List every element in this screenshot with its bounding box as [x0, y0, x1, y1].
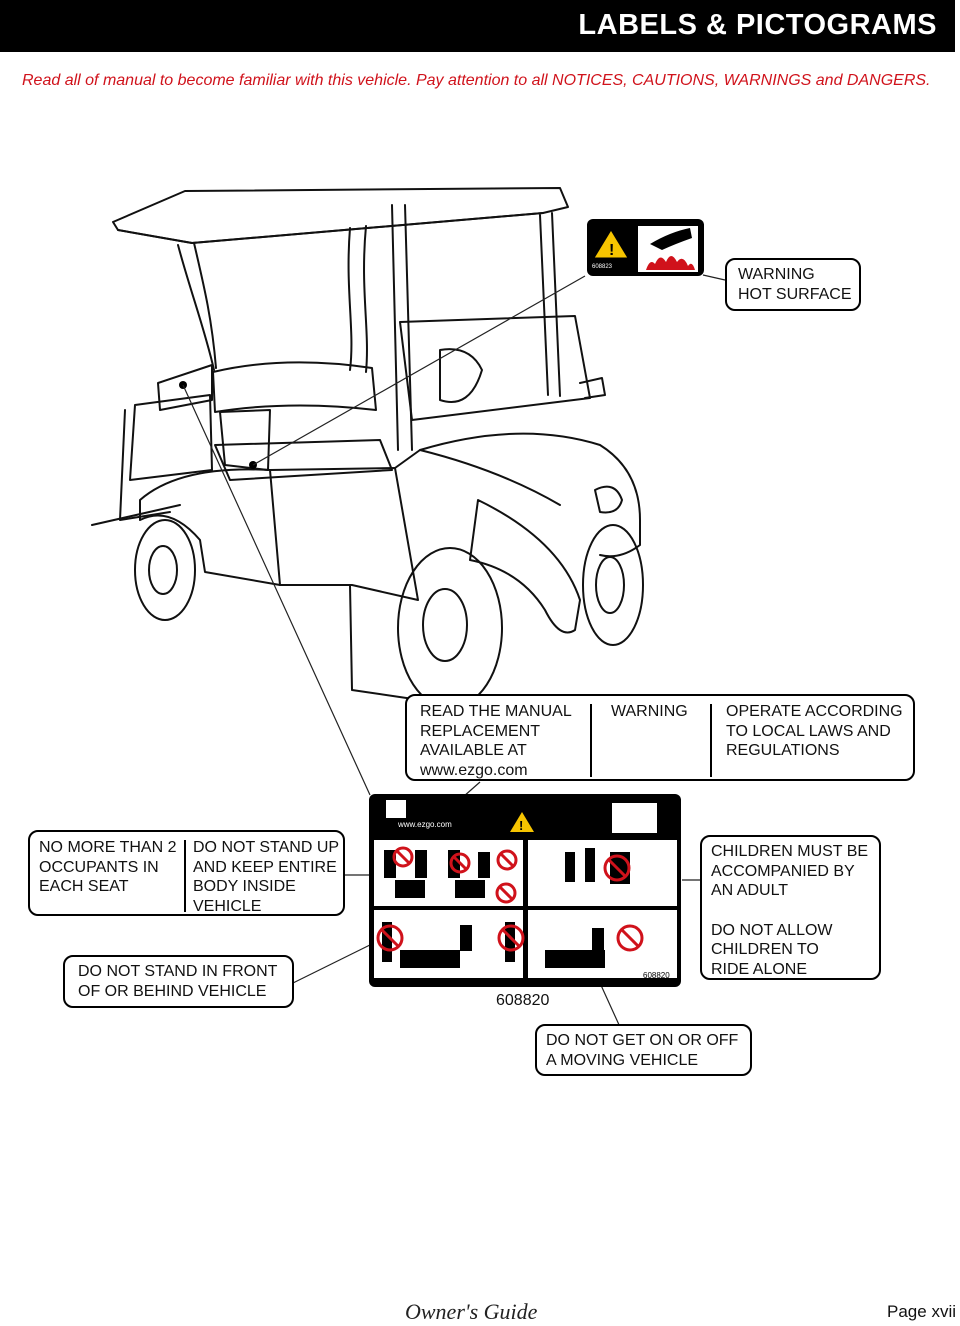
- manual-book-icon: [386, 800, 406, 818]
- decal-number-small: 608820: [643, 971, 670, 980]
- hot-surface-callout: WARNING HOT SURFACE: [725, 258, 861, 311]
- header-bar: LABELS & PICTOGRAMS: [0, 0, 955, 52]
- hot-surface-label: WARNING HOT SURFACE: [738, 266, 852, 303]
- svg-text:!: !: [519, 818, 523, 833]
- stand-front-label: DO NOT STAND IN FRONT OF OR BEHIND VEHIC…: [78, 963, 278, 1000]
- page-title: LABELS & PICTOGRAMS: [578, 9, 937, 41]
- occupants-callout: NO MORE THAN 2 OCCUPANTS IN EACH SEAT DO…: [28, 830, 345, 916]
- footer-guide: Owner's Guide: [405, 1299, 538, 1324]
- operate-label: OPERATE ACCORDING TO LOCAL LAWS AND REGU…: [726, 703, 903, 759]
- warning-triangle-icon: [593, 229, 629, 259]
- moving-label: DO NOT GET ON OR OFF A MOVING VEHICLE: [546, 1032, 739, 1069]
- hot-surface-hand-icon: [650, 228, 692, 250]
- intro-text: Read all of manual to become familiar wi…: [22, 72, 931, 89]
- children-label: CHILDREN MUST BE ACCOMPANIED BY AN ADULT: [711, 843, 869, 899]
- children-callout: CHILDREN MUST BE ACCOMPANIED BY AN ADULT…: [700, 835, 881, 980]
- occupants-label: NO MORE THAN 2 OCCUPANTS IN EACH SEAT: [39, 839, 177, 895]
- hot-decal-number: 608823: [592, 264, 613, 270]
- page-number: Page xvii: [887, 1302, 956, 1321]
- stand-up-label: DO NOT STAND UP AND KEEP ENTIRE BODY INS…: [193, 839, 340, 915]
- children-alone-label: DO NOT ALLOW CHILDREN TO RIDE ALONE: [711, 921, 833, 978]
- stand-front-callout: DO NOT STAND IN FRONT OF OR BEHIND VEHIC…: [63, 955, 294, 1008]
- decal-part-number: 608820: [496, 992, 550, 1009]
- moving-callout: DO NOT GET ON OR OFF A MOVING VEHICLE: [535, 1024, 752, 1076]
- svg-text:!: !: [609, 242, 614, 259]
- decal-website: www.ezgo.com: [398, 820, 452, 829]
- read-manual-label: READ THE MANUAL REPLACEMENT AVAILABLE AT…: [420, 703, 572, 779]
- manual-warning-callout: READ THE MANUAL REPLACEMENT AVAILABLE AT…: [405, 694, 915, 781]
- prohibition-icon: [376, 846, 644, 952]
- warning-label: WARNING: [611, 703, 688, 720]
